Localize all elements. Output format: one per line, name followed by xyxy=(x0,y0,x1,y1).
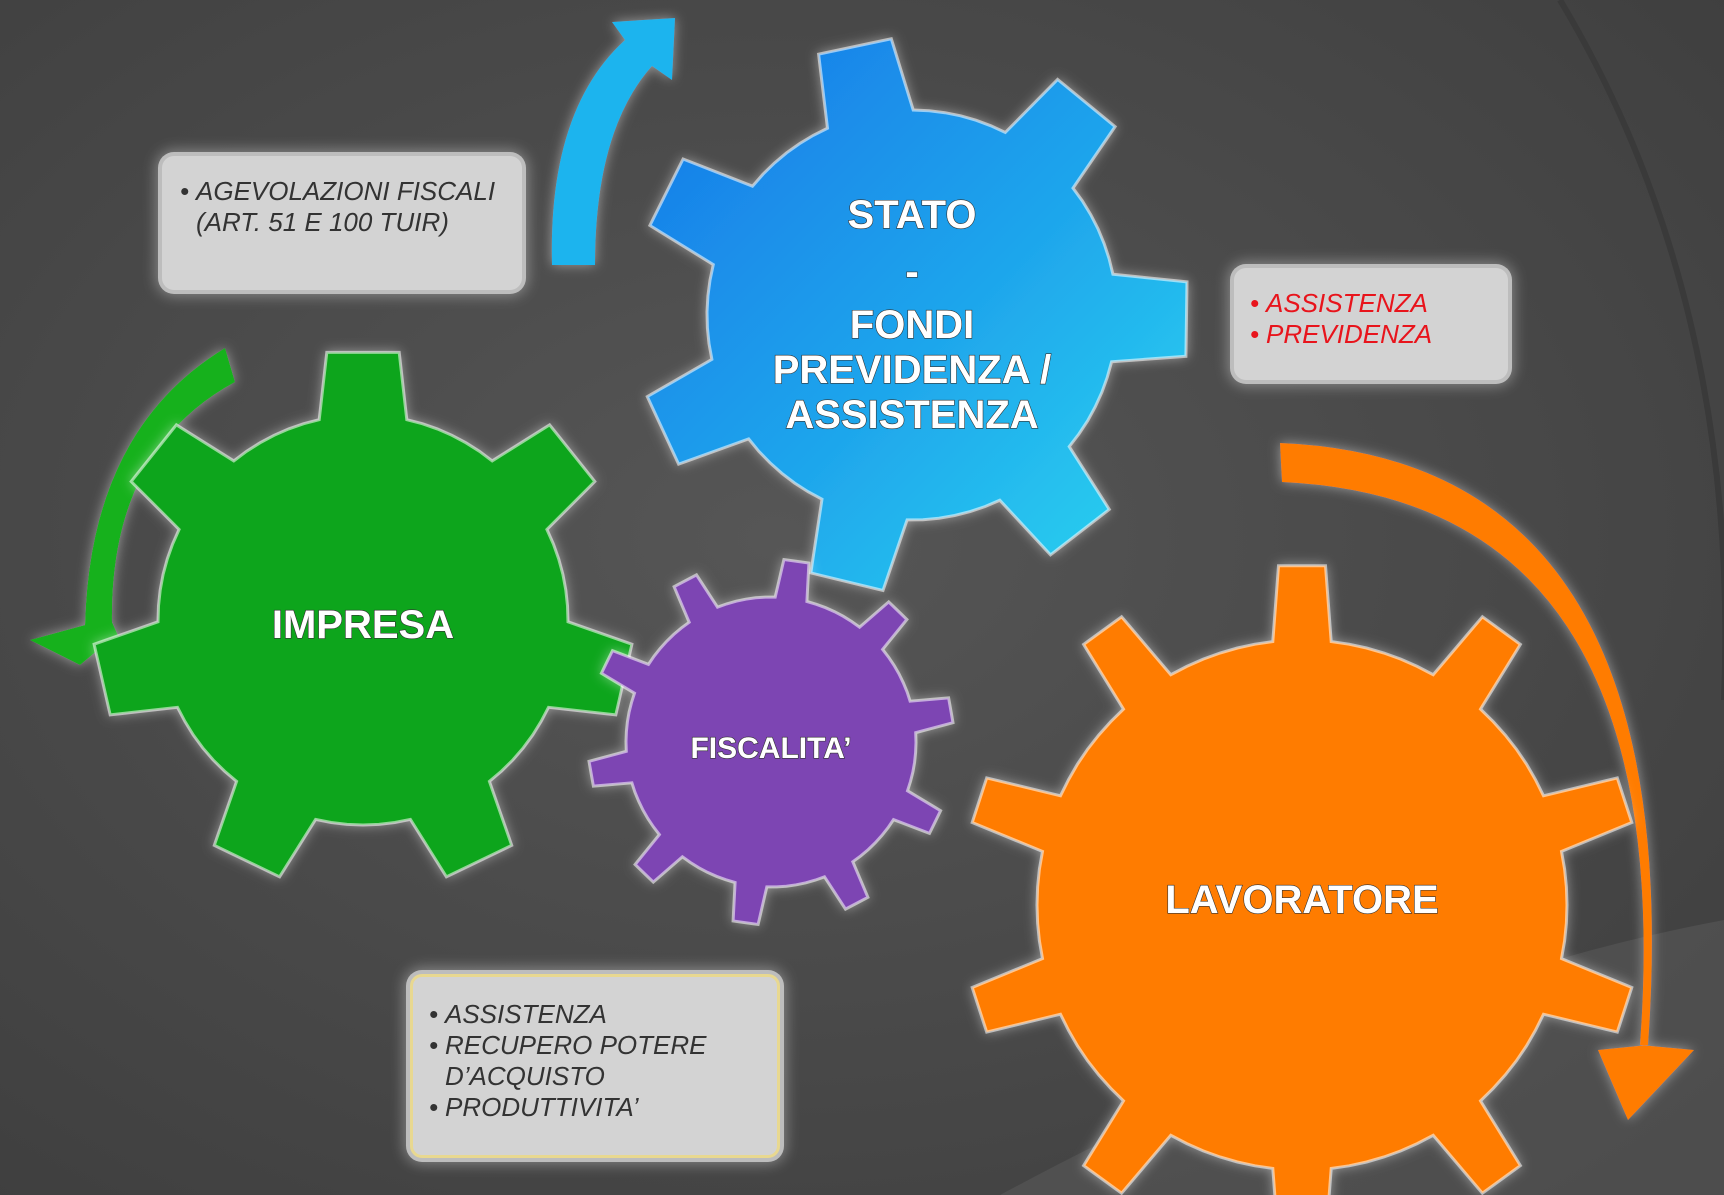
note-stato-item-previdenza: PREVIDENZA xyxy=(1250,319,1492,350)
blue-cycle-arrow xyxy=(551,18,675,265)
gear-fiscalita xyxy=(587,557,955,927)
note-fiscalita: ASSISTENZA RECUPERO POTERE D’ACQUISTO PR… xyxy=(410,974,780,1158)
note-agevolazioni: AGEVOLAZIONI FISCALI (ART. 51 E 100 TUIR… xyxy=(162,156,522,290)
arrows-layer xyxy=(30,18,1694,1120)
gear-impresa xyxy=(92,350,634,879)
gear-label-impresa: IMPRESA xyxy=(272,603,454,647)
orange-cycle-arrow xyxy=(1280,443,1694,1120)
note-fiscalita-item-recupero: RECUPERO POTERE D’ACQUISTO xyxy=(429,1030,761,1092)
gear-label-fiscalita: FISCALITA’ xyxy=(690,732,851,765)
note-stato-item-assistenza: ASSISTENZA xyxy=(1250,288,1492,319)
gear-label-stato-2: - xyxy=(905,250,918,294)
note-stato: ASSISTENZA PREVIDENZA xyxy=(1234,268,1508,380)
gear-label-stato-3: FONDI xyxy=(850,303,974,347)
note-fiscalita-item-produttivita: PRODUTTIVITA’ xyxy=(429,1092,761,1123)
note-fiscalita-item-assistenza: ASSISTENZA xyxy=(429,999,761,1030)
gear-stato xyxy=(645,37,1189,593)
gear-label-stato-5: ASSISTENZA xyxy=(785,393,1038,437)
background-swoosh xyxy=(1557,0,1724,700)
green-cycle-arrow xyxy=(30,348,235,665)
note-agevolazioni-item: AGEVOLAZIONI FISCALI (ART. 51 E 100 TUIR… xyxy=(180,176,504,238)
gear-lavoratore xyxy=(970,564,1634,1195)
gears-layer xyxy=(92,37,1634,1195)
gear-label-lavoratore: LAVORATORE xyxy=(1165,878,1438,922)
gear-labels-layer: STATO - FONDI PREVIDENZA / ASSISTENZA IM… xyxy=(271,192,1439,922)
gear-label-stato-4: PREVIDENZA / xyxy=(773,348,1052,392)
gear-label-stato-1: STATO xyxy=(848,193,977,237)
